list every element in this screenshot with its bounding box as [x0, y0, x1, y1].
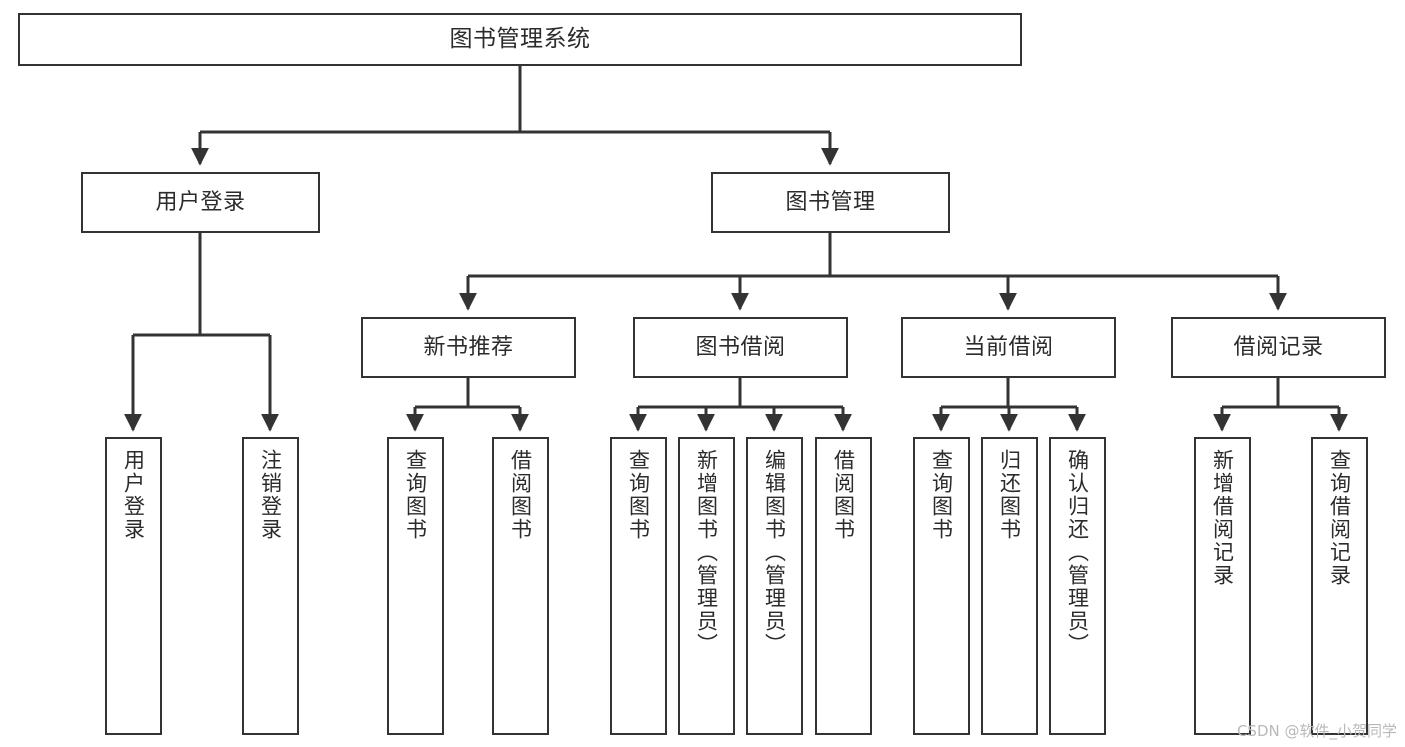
node-book-borrow[interactable]: 图书借阅 [633, 317, 848, 378]
node-borrow-record[interactable]: 借阅记录 [1171, 317, 1386, 378]
node-new-book-recommend-label: 新书推荐 [423, 334, 514, 360]
leaf-user-logout[interactable]: 注销登录 [242, 437, 299, 735]
node-borrow-record-label: 借阅记录 [1233, 334, 1324, 360]
leaf-borrow-do-borrow[interactable]: 借阅图书 [815, 437, 872, 735]
leaf-borrow-add-book-label: 新增图书（管理员） [694, 449, 719, 656]
node-book-manage[interactable]: 图书管理 [711, 172, 950, 233]
leaf-current-query-book[interactable]: 查询图书 [913, 437, 970, 735]
leaf-current-confirm-return[interactable]: 确认归还（管理员） [1049, 437, 1106, 735]
node-current-borrow[interactable]: 当前借阅 [901, 317, 1116, 378]
leaf-record-search-label: 查询借阅记录 [1327, 449, 1352, 587]
node-book-manage-label: 图书管理 [785, 189, 876, 215]
leaf-borrow-query-book-label: 查询图书 [626, 449, 651, 541]
leaf-recommend-borrow-book-label: 借阅图书 [508, 449, 533, 541]
leaf-borrow-edit-book[interactable]: 编辑图书（管理员） [746, 437, 803, 735]
node-current-borrow-label: 当前借阅 [963, 334, 1054, 360]
leaf-current-return-book-label: 归还图书 [997, 449, 1022, 541]
leaf-current-confirm-return-label: 确认归还（管理员） [1065, 449, 1090, 656]
leaf-recommend-query-book[interactable]: 查询图书 [387, 437, 444, 735]
leaf-record-search[interactable]: 查询借阅记录 [1311, 437, 1368, 735]
leaf-borrow-do-borrow-label: 借阅图书 [831, 449, 856, 541]
node-new-book-recommend[interactable]: 新书推荐 [361, 317, 576, 378]
node-user-login-label: 用户登录 [155, 189, 246, 215]
node-book-borrow-label: 图书借阅 [695, 334, 786, 360]
leaf-borrow-add-book[interactable]: 新增图书（管理员） [678, 437, 735, 735]
node-root-label: 图书管理系统 [449, 25, 591, 52]
node-root[interactable]: 图书管理系统 [18, 13, 1022, 66]
leaf-user-login[interactable]: 用户登录 [105, 437, 162, 735]
node-user-login[interactable]: 用户登录 [81, 172, 320, 233]
leaf-current-return-book[interactable]: 归还图书 [981, 437, 1038, 735]
leaf-user-logout-label: 注销登录 [258, 449, 283, 541]
leaf-borrow-edit-book-label: 编辑图书（管理员） [762, 449, 787, 656]
leaf-user-login-label: 用户登录 [121, 449, 146, 541]
leaf-borrow-query-book[interactable]: 查询图书 [610, 437, 667, 735]
leaf-current-query-book-label: 查询图书 [929, 449, 954, 541]
csdn-watermark: CSDN @软件_小贺同学 [1236, 722, 1397, 740]
leaf-record-add-label: 新增借阅记录 [1210, 449, 1235, 587]
leaf-recommend-query-book-label: 查询图书 [403, 449, 428, 541]
leaf-recommend-borrow-book[interactable]: 借阅图书 [492, 437, 549, 735]
leaf-record-add[interactable]: 新增借阅记录 [1194, 437, 1251, 735]
